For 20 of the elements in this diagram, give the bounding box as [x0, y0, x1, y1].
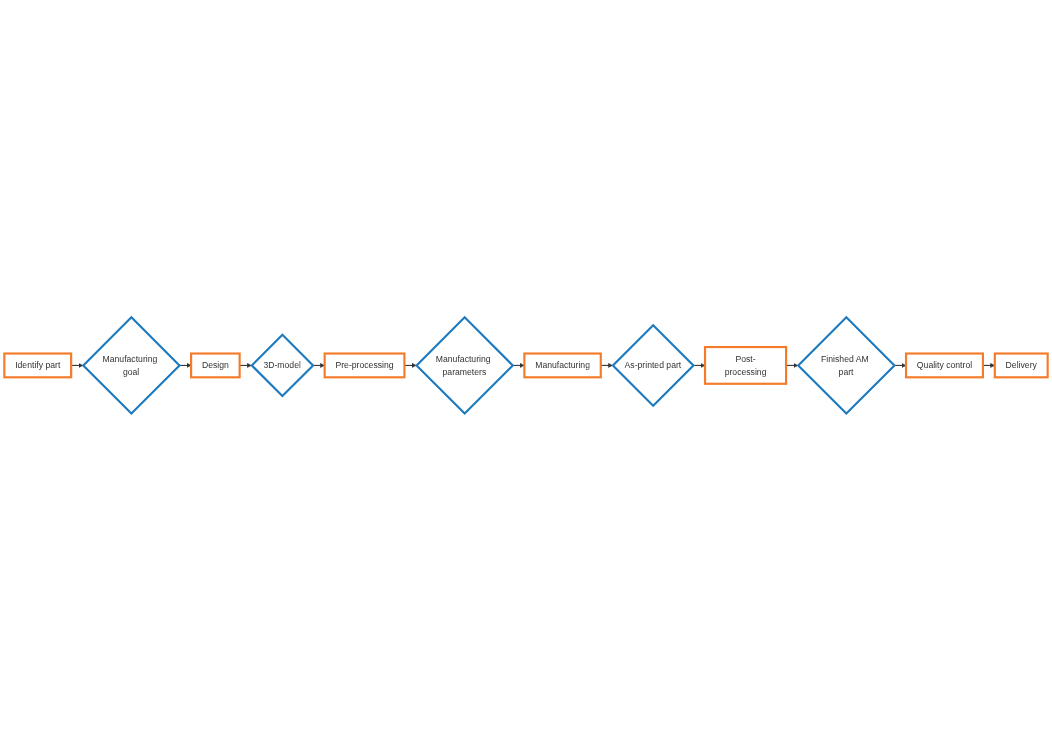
arrow: [312, 363, 325, 368]
node-diamond: As-printed part: [611, 323, 695, 408]
arrow: [600, 363, 613, 368]
node-box: Delivery: [993, 352, 1049, 379]
node-diamond: 3D-model: [250, 333, 315, 398]
arrow: [893, 363, 907, 368]
node-box: Quality control: [904, 352, 984, 379]
arrow: [982, 363, 995, 368]
node-box: Design: [190, 352, 241, 379]
node-box: Post-processing: [703, 346, 788, 385]
node-diamond: Finished AM part: [796, 315, 896, 416]
node-diamond: Manufacturing goal: [81, 315, 181, 416]
node-box: Identify part: [3, 352, 73, 379]
node-box: Pre-processing: [323, 352, 406, 379]
node-diamond: Manufacturing parameters: [415, 315, 515, 416]
arrow: [239, 363, 252, 368]
arrow: [511, 363, 525, 368]
arrow: [178, 363, 192, 368]
node-box: Manufacturing: [523, 352, 602, 379]
arrow: [692, 363, 706, 368]
